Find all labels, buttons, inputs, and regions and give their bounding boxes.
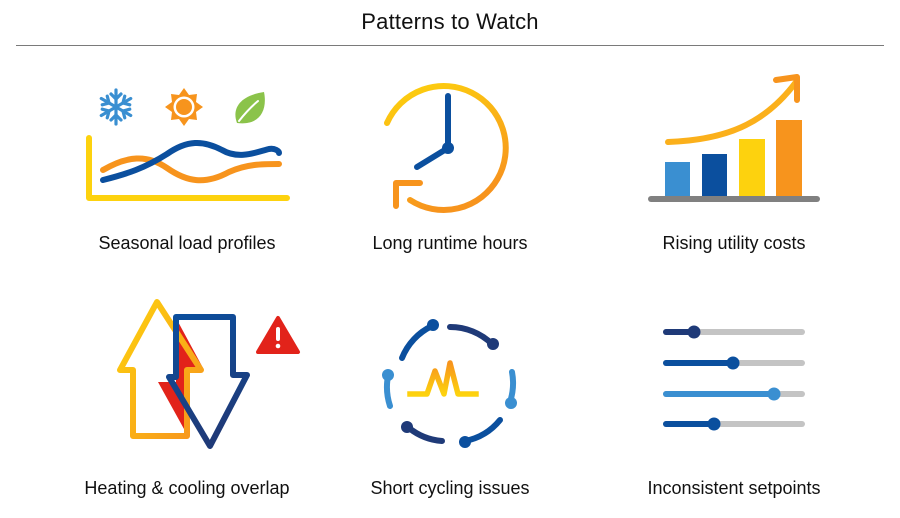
slider-knob [726,356,740,370]
tile-short-cycling-issues: Short cycling issues [320,290,580,510]
blue-load-curve [100,140,282,183]
tile-label: Long runtime hours [372,233,528,253]
trend-arrowhead [773,74,800,103]
tile-inconsistent-setpoints: Inconsistent setpoints [604,290,864,510]
slider-knob [767,387,781,401]
cooling-down-arrow [166,314,250,449]
bar-2 [702,154,727,198]
opposing-arrows-warning-icon [117,299,300,449]
orange-load-curve [100,155,282,184]
sun-icon [165,88,203,126]
trend-arrow-curve [665,79,799,145]
cycle-spike-icon [382,319,517,448]
slider-knob [687,325,701,339]
seasonal-load-chart-icon [86,88,290,201]
tile-label: Rising utility costs [662,233,806,253]
tile-label: Seasonal load profiles [98,233,276,253]
clock-cycle-icon [384,82,509,213]
chart-axes [86,135,290,201]
tile-long-runtime-hours: Long runtime hours [320,70,580,290]
overlap-highlight [158,318,203,438]
bar-1 [665,162,690,198]
tile-rising-utility-costs: Rising utility costs [604,70,864,290]
title-divider [16,45,884,46]
bar-3 [739,139,765,198]
sliders-icon [663,325,805,431]
tile-label: Inconsistent setpoints [647,478,821,498]
tile-heating-cooling-overlap: Heating & cooling overlap [57,290,317,510]
snowflake-icon [99,88,133,126]
bar-4 [776,120,802,198]
slider-knob [707,417,721,431]
tile-label: Heating & cooling overlap [84,478,290,498]
clock-arc [384,82,509,213]
warning-icon [256,316,300,354]
rising-bar-chart-icon [648,74,820,202]
spike-line [407,360,479,397]
heating-up-arrow [117,299,204,439]
clock-hour-hand [414,145,451,170]
cycle-arrowhead [393,180,423,209]
tile-label: Short cycling issues [370,478,530,498]
page-title: Patterns to Watch [361,9,539,34]
leaf-icon [235,92,265,124]
tile-seasonal-load-profiles: Seasonal load profiles [57,70,317,290]
